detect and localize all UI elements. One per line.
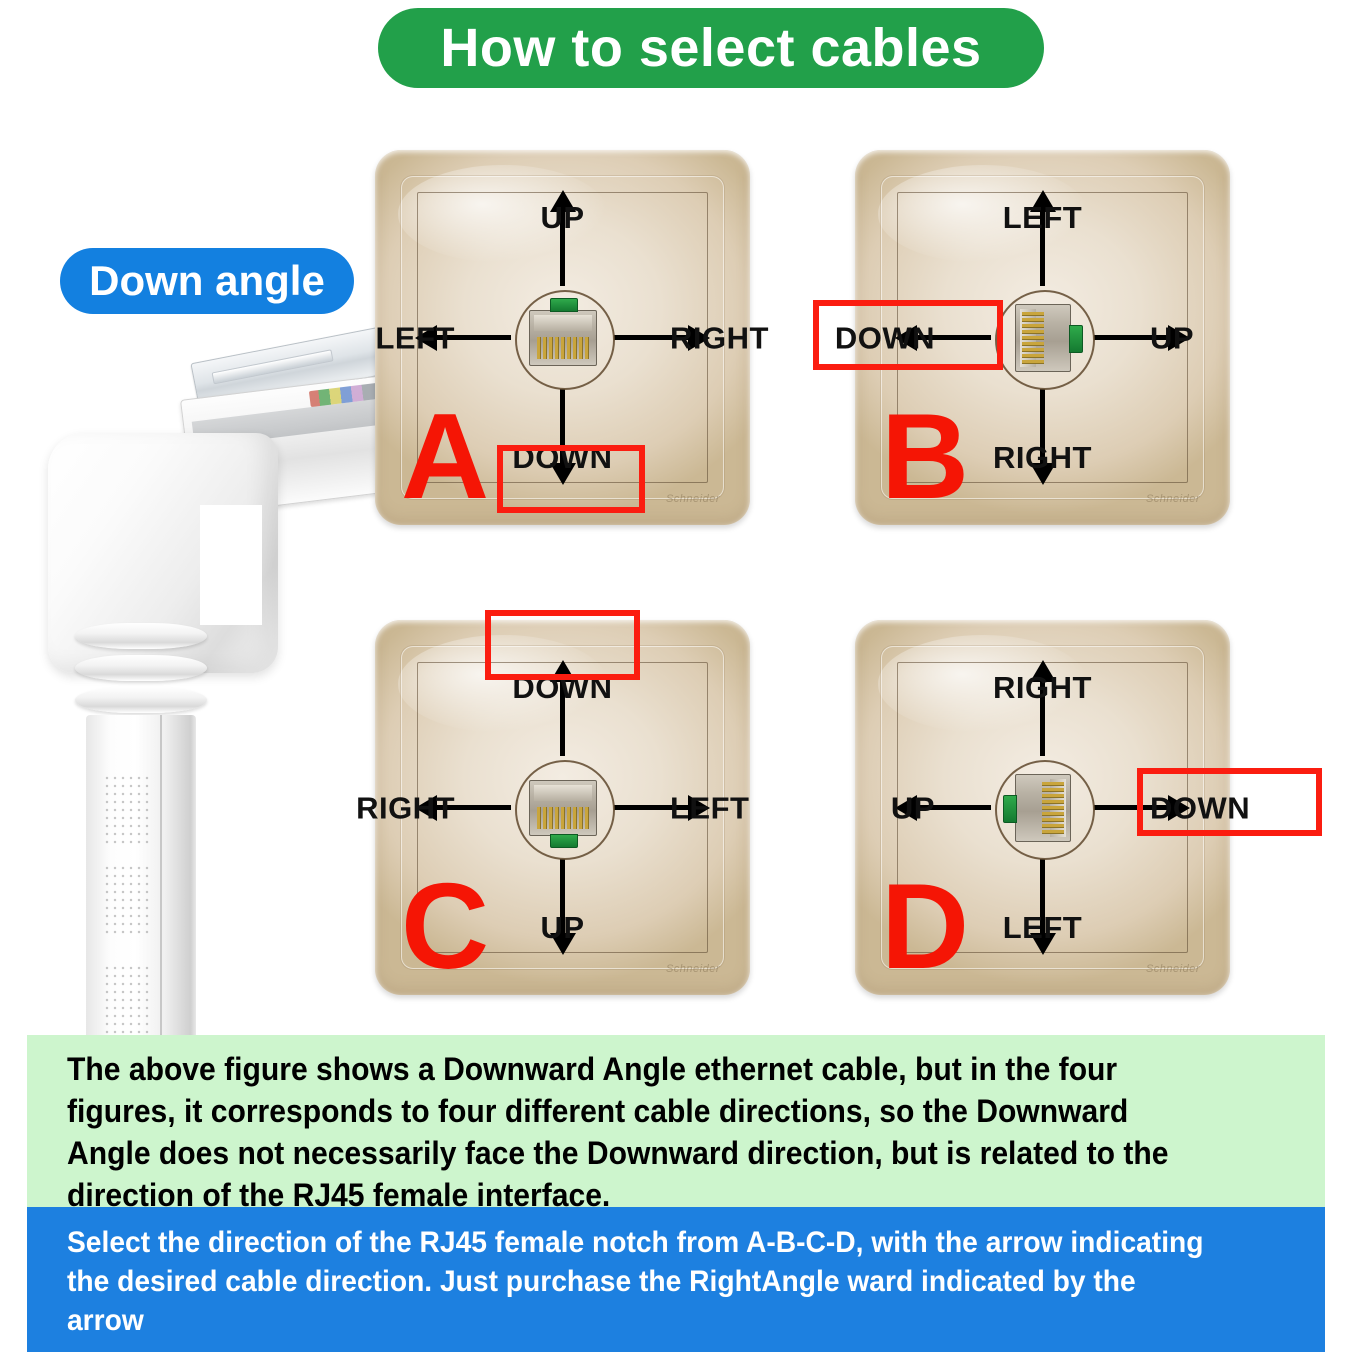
wall-plate-panel-d: RIGHT DOWN LEFT UP D Schneider xyxy=(855,620,1322,995)
rj45-latch-tab xyxy=(211,349,334,385)
jack-notch-indicator xyxy=(1002,794,1017,823)
cable-jacket xyxy=(86,715,196,1045)
arrow-right xyxy=(1094,324,1190,351)
jack-gold-pins xyxy=(536,336,589,359)
strain-relief-ring xyxy=(75,687,207,713)
strain-relief-ring xyxy=(75,623,207,649)
arrow-down xyxy=(549,859,576,955)
rj45-female-jack xyxy=(528,779,597,848)
jack-body xyxy=(1014,303,1071,372)
plate-brandmark: Schneider xyxy=(665,493,720,505)
arrow-down xyxy=(1029,389,1056,485)
panel-b-label-right: UP xyxy=(1150,320,1195,355)
arrow-down xyxy=(1029,859,1056,955)
cable-printed-text xyxy=(104,965,150,1035)
page-title: How to select cables xyxy=(440,18,982,78)
arrow-up xyxy=(549,190,576,286)
panel-c-label-top: DOWN xyxy=(512,670,613,705)
arrow-down xyxy=(549,389,576,485)
rj45-female-jack xyxy=(528,297,597,366)
jack-ring xyxy=(514,289,615,390)
explanation-note-green-text: The above figure shows a Downward Angle … xyxy=(67,1051,1169,1213)
panel-a-letter: A xyxy=(401,388,490,524)
panel-d-label-bottom: LEFT xyxy=(1002,910,1083,945)
plate-brandmark: Schneider xyxy=(1145,963,1200,975)
panel-b-label-top: LEFT xyxy=(1002,200,1083,235)
jack-ring xyxy=(514,759,615,860)
downward-angle-cable-illustration xyxy=(30,326,405,1045)
jack-notch-indicator xyxy=(549,297,578,312)
panel-a-label-bottom: DOWN xyxy=(512,440,613,475)
plate-brandmark: Schneider xyxy=(1145,493,1200,505)
panel-d-letter: D xyxy=(881,858,970,994)
panel-d-label-top: RIGHT xyxy=(993,670,1092,705)
jack-gold-pins xyxy=(1041,781,1064,834)
jack-notch-indicator xyxy=(1068,324,1083,353)
arrow-right xyxy=(614,794,710,821)
panel-a-label-right: RIGHT xyxy=(670,320,769,355)
arrow-right xyxy=(614,324,710,351)
jack-body xyxy=(528,779,597,836)
rj45-female-jack xyxy=(1002,773,1071,842)
down-angle-badge: Down angle xyxy=(60,248,354,314)
arrow-left xyxy=(895,794,991,821)
plate-brandmark: Schneider xyxy=(665,963,720,975)
jack-notch-indicator xyxy=(549,833,578,848)
jack-mouth xyxy=(533,314,592,331)
panel-d-label-right: DOWN xyxy=(1150,790,1251,825)
panel-a-label-left: LEFT xyxy=(375,320,455,355)
panel-a-label-top: UP xyxy=(540,200,585,235)
arrow-right xyxy=(1094,794,1190,821)
explanation-note-green: The above figure shows a Downward Angle … xyxy=(27,1035,1325,1213)
rj45-female-jack xyxy=(1014,303,1083,372)
jack-body xyxy=(1014,773,1071,842)
instruction-note-blue-text: Select the direction of the RJ45 female … xyxy=(67,1226,1204,1337)
panel-b-letter: B xyxy=(881,388,970,524)
wall-plate-panel-b: LEFT UP RIGHT DOWN B Schneider xyxy=(813,150,1230,525)
arrow-up xyxy=(1029,190,1056,286)
cable-seam xyxy=(160,715,162,1045)
jack-ring xyxy=(994,289,1095,390)
arrow-left xyxy=(415,324,511,351)
jack-ring xyxy=(994,759,1095,860)
jack-mouth xyxy=(533,784,592,801)
page-title-banner: How to select cables xyxy=(378,8,1044,88)
panel-c-label-bottom: UP xyxy=(540,910,585,945)
panel-c-label-left: RIGHT xyxy=(356,790,455,825)
wall-plate-panel-c: DOWN LEFT UP RIGHT C Schneider xyxy=(356,610,750,995)
down-angle-label: Down angle xyxy=(89,257,325,304)
panel-d-label-left: UP xyxy=(890,790,935,825)
arrow-left xyxy=(895,324,991,351)
cable-printed-text xyxy=(104,775,150,845)
panel-b-label-left: DOWN xyxy=(834,320,935,355)
panel-c-label-right: LEFT xyxy=(670,790,750,825)
jack-gold-pins xyxy=(536,806,589,829)
boot-cutout xyxy=(200,505,262,625)
panel-b-label-bottom: RIGHT xyxy=(993,440,1092,475)
jack-body xyxy=(528,309,597,366)
cable-printed-text xyxy=(104,865,150,935)
wall-plate-panel-a: UP RIGHT DOWN LEFT A Schneider xyxy=(375,150,768,525)
instruction-note-blue: Select the direction of the RJ45 female … xyxy=(27,1207,1325,1352)
arrow-left xyxy=(415,794,511,821)
arrow-up xyxy=(1029,660,1056,756)
jack-gold-pins xyxy=(1021,311,1044,364)
strain-relief-ring xyxy=(75,655,207,681)
panel-c-letter: C xyxy=(401,858,490,994)
